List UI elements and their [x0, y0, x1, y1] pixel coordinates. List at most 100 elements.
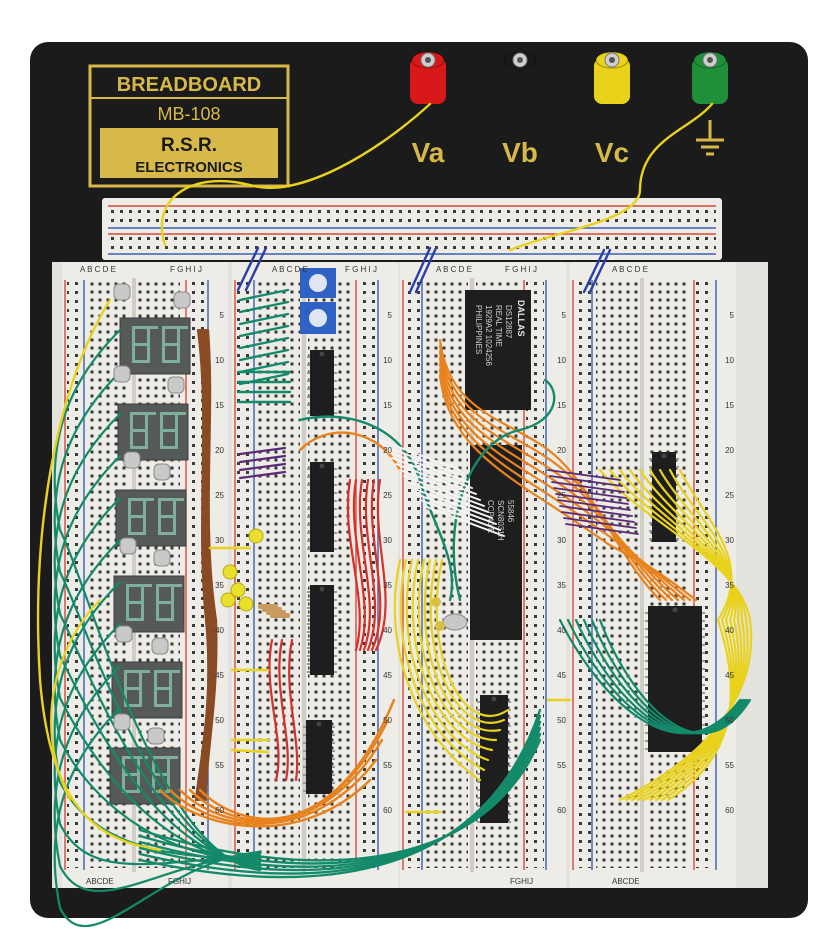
dip-chip [303, 720, 335, 794]
jumper-wire [138, 738, 542, 862]
yellow-led [230, 582, 246, 598]
jumper-wire [200, 328, 215, 802]
jumper-wire [508, 102, 714, 252]
jumper-wire [618, 468, 746, 802]
row-number: 45 [215, 671, 224, 680]
jumper-wire [198, 698, 396, 820]
rtc-chip-line4: PHILIPPINES [474, 305, 483, 354]
row-number: 30 [215, 536, 224, 545]
jumper-wire [160, 102, 432, 247]
jumper-wire [555, 493, 629, 505]
dip-chip [307, 462, 337, 552]
binding-post[interactable] [692, 51, 728, 156]
row-number: 20 [725, 446, 734, 455]
row-number: 30 [725, 536, 734, 545]
jumper-wire [648, 468, 738, 802]
transistor [119, 537, 137, 555]
row-number: 15 [557, 401, 566, 410]
jumper-wire [53, 664, 262, 893]
jumper-wire [204, 328, 218, 802]
ceramic-capacitor [431, 597, 441, 607]
seven-segment-display [117, 403, 189, 461]
jumper-wire [288, 638, 299, 782]
jumper-wire [238, 288, 290, 302]
transistor [173, 291, 191, 309]
row-number: 10 [215, 356, 224, 365]
jumper-wire [387, 451, 469, 483]
jumper-wire [238, 348, 290, 362]
jumper-wire [654, 468, 736, 802]
rtc-chip-brand: DALLAS [516, 300, 526, 337]
jumper-wire [53, 580, 262, 860]
board-model: MB-108 [157, 104, 220, 124]
jumper-wire [407, 481, 489, 513]
jumper-wire [566, 618, 744, 735]
jumper-wire [638, 468, 740, 802]
row-number: 20 [383, 446, 392, 455]
jumper-wire [379, 439, 461, 471]
dip-chip [307, 585, 337, 675]
mcu-chip-line2: SCN8031H [496, 500, 505, 541]
jumper-wire [558, 618, 742, 735]
jumper-wire [50, 598, 102, 802]
jumper-wire [563, 517, 637, 529]
transistor [113, 365, 131, 383]
row-number: 60 [557, 806, 566, 815]
binding-post[interactable]: Vc [594, 51, 630, 168]
jumper-wire [352, 478, 366, 652]
column-label-left: A B C D E [612, 265, 648, 274]
column-label-left: A B C D E [272, 265, 308, 274]
crystal-oscillator [442, 613, 468, 631]
column-label-left-bottom: ABCDE [612, 877, 640, 886]
jumper-wire [399, 558, 486, 772]
yellow-led [248, 528, 264, 544]
jumper-wire [423, 558, 502, 732]
jumper-wire [411, 558, 494, 752]
transistor [151, 637, 169, 655]
terminal-label: Vb [502, 137, 538, 168]
binding-post[interactable]: Vb [502, 51, 538, 168]
jumper-wire [415, 493, 497, 525]
yellow-led [238, 596, 254, 612]
row-number: 35 [383, 581, 392, 590]
row-number: 30 [383, 536, 392, 545]
jumper-wire [238, 312, 290, 326]
jumper-wire [408, 246, 432, 294]
jumper-wire [391, 457, 473, 489]
jumper-wire [158, 778, 372, 828]
jumper-wire [202, 328, 216, 802]
jumper-wire [598, 618, 752, 735]
row-number: 25 [215, 491, 224, 500]
row-number: 35 [557, 581, 566, 590]
binding-post[interactable]: Va [410, 51, 446, 168]
jumper-wire [395, 463, 477, 495]
jumper-wire [374, 478, 387, 652]
row-number: 55 [215, 761, 224, 770]
mcu-chip: 55846 SCN8031H CCP40 E [470, 445, 522, 640]
jumper-wire [53, 370, 262, 870]
jumper-wire [298, 415, 454, 602]
row-number: 50 [383, 716, 392, 725]
dip-chip [307, 350, 337, 416]
jumper-wire [590, 618, 750, 735]
jumper-wire [423, 505, 505, 537]
row-number: 30 [557, 536, 566, 545]
jumper-wire [383, 445, 465, 477]
small-components [113, 283, 468, 745]
column-label-right: F G H I J [170, 265, 202, 274]
transistor [113, 283, 131, 301]
jumper-wire [194, 328, 210, 802]
seven-segment-display [113, 575, 185, 633]
jumper-wire [278, 638, 289, 782]
jumper-wire [364, 478, 377, 652]
transistor [153, 463, 171, 481]
column-label-left: A B C D E [436, 265, 472, 274]
jumper-wire [588, 248, 612, 294]
jumper-wire [561, 511, 635, 523]
jumper-wire [244, 246, 268, 292]
jumper-wire [238, 336, 290, 350]
row-number: 50 [725, 716, 734, 725]
